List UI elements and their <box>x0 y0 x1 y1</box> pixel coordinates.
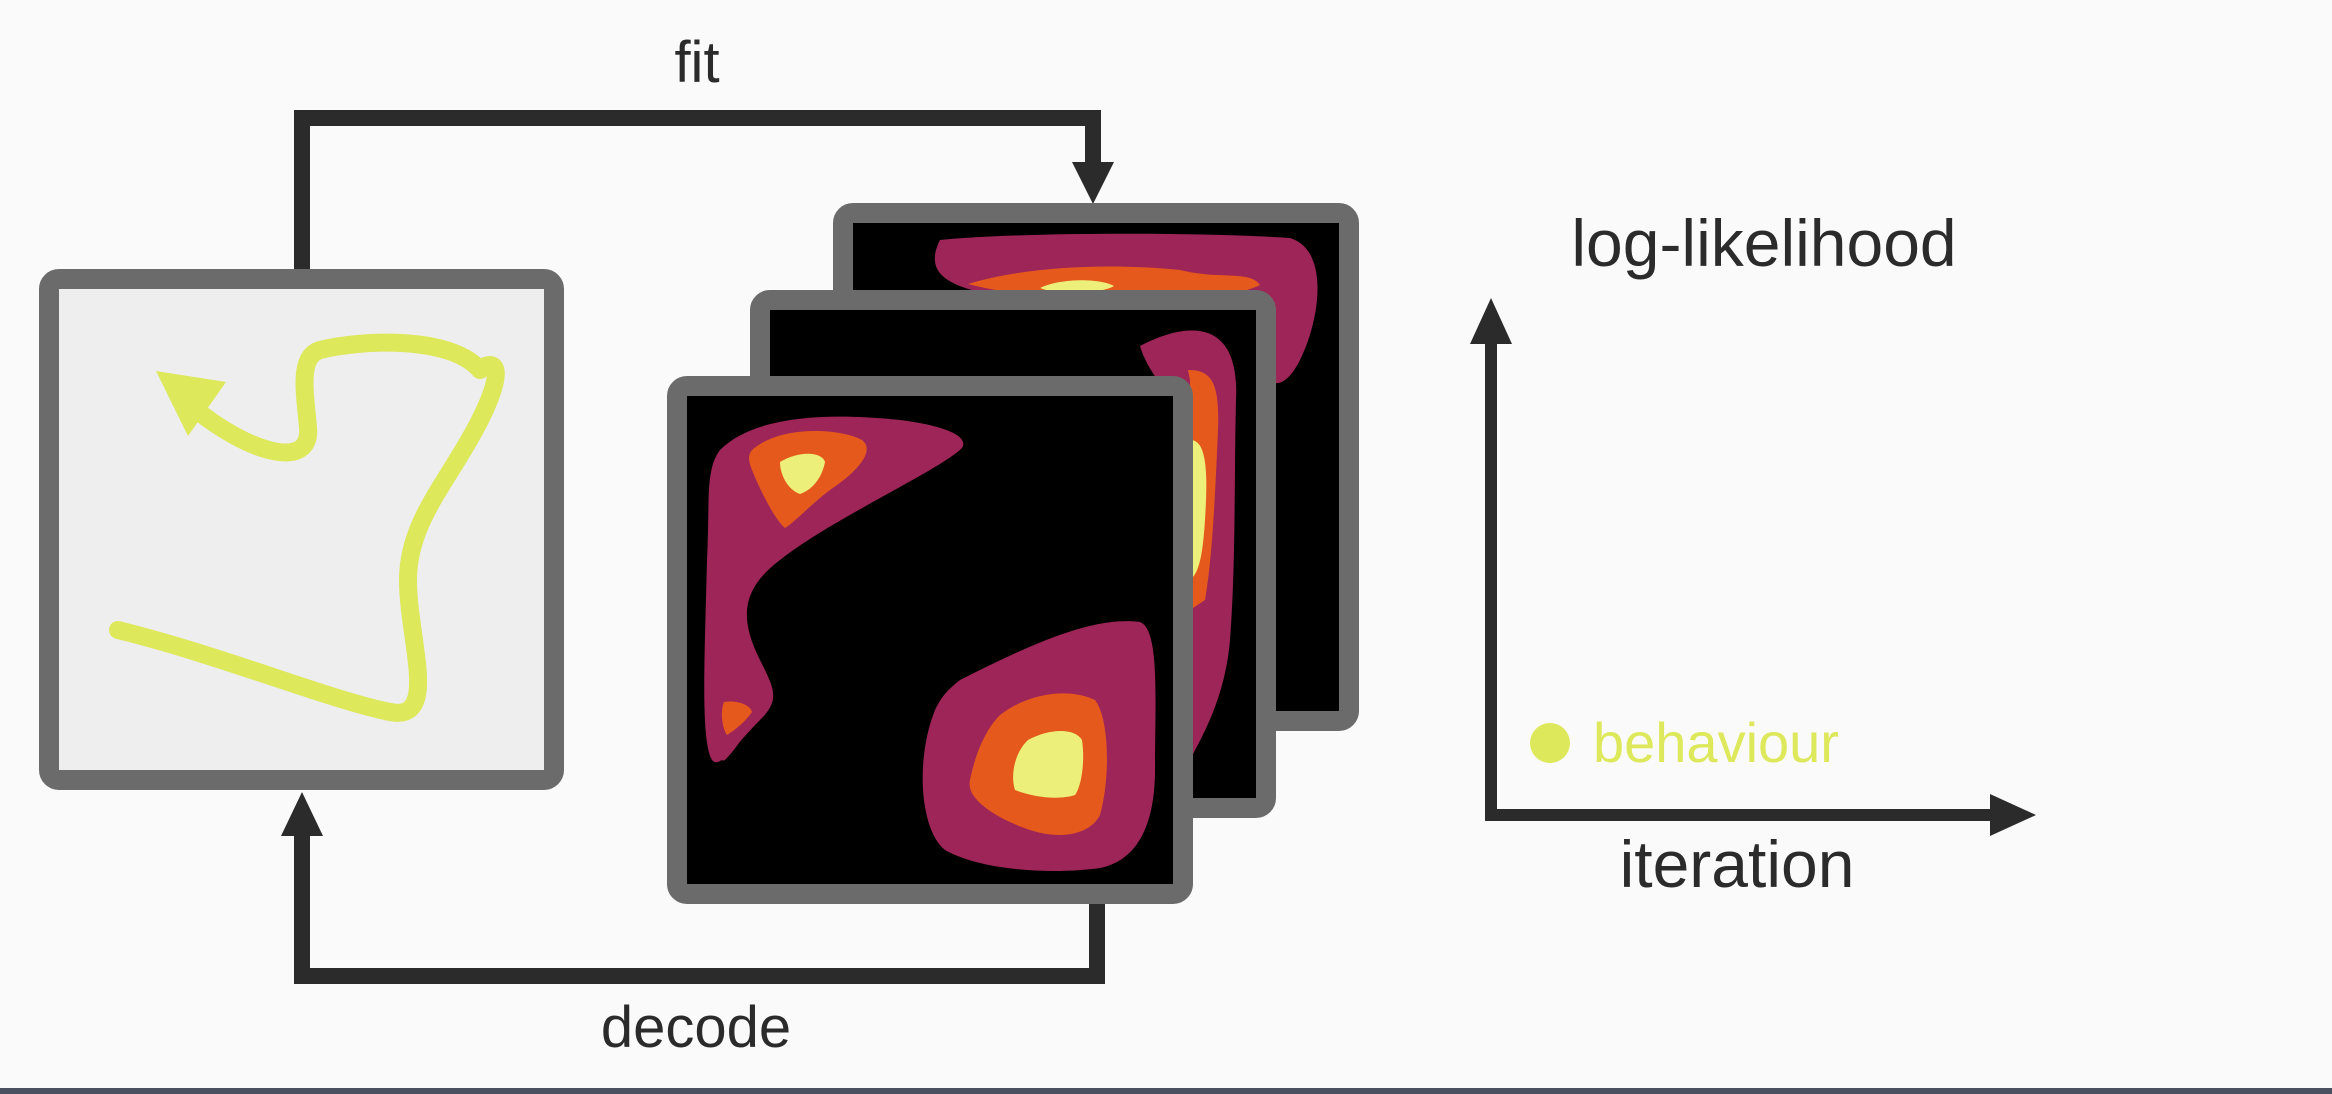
dot-icon <box>1530 723 1570 763</box>
field-upper-inner <box>780 453 825 494</box>
field-lower-inner <box>1013 731 1084 798</box>
field-small-mid <box>721 701 752 735</box>
legend: behaviour <box>1530 711 1839 774</box>
y-axis-label: log-likelihood <box>1571 206 1956 280</box>
decode-arrow <box>281 792 1105 984</box>
y-axis <box>1470 298 1512 815</box>
trajectory-line <box>109 333 505 722</box>
rate-map-front <box>667 376 1193 904</box>
legend-behaviour-label: behaviour <box>1593 711 1839 774</box>
decode-label: decode <box>601 995 791 1060</box>
arrowhead-icon <box>156 371 226 436</box>
fit-label: fit <box>674 30 719 95</box>
x-axis-label: iteration <box>1620 827 1855 901</box>
x-axis <box>1485 794 2036 836</box>
behaviour-panel <box>39 269 564 790</box>
bottom-border <box>0 1088 2332 1094</box>
fit-arrow <box>294 110 1114 272</box>
